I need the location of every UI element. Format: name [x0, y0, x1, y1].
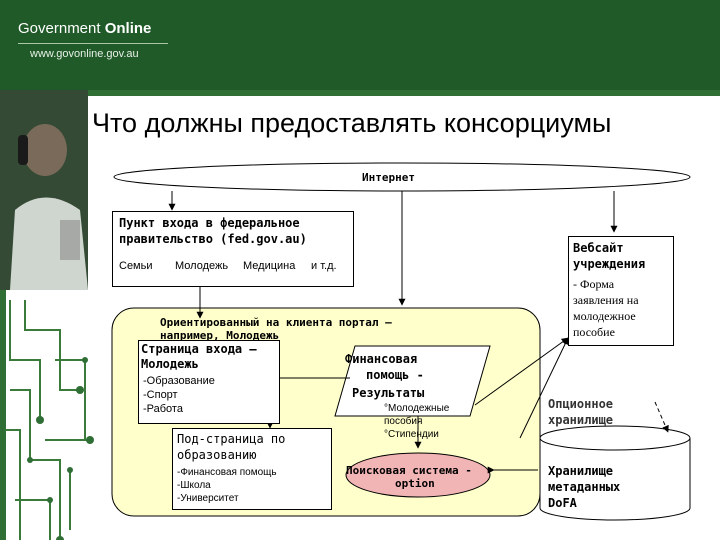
- federal-entry-box: Пункт входа в федеральное правительство …: [112, 211, 354, 287]
- title-stripe: [88, 90, 720, 96]
- subpage-item-financial-aid: -Финансовая помощь: [177, 467, 277, 478]
- arrow-optional-dashed: [654, 401, 669, 433]
- circuit-board-decoration-icon: [5, 300, 94, 540]
- education-subpage-box: Под-страница по образованию -Финансовая …: [172, 428, 332, 510]
- logo-url: www.govonline.gov.au: [30, 48, 139, 60]
- logo-title-bold: Online: [104, 20, 152, 37]
- side-band: [0, 290, 6, 540]
- federal-item-etc: и т.д.: [311, 260, 337, 272]
- arrow-finance-to-website: [474, 337, 569, 406]
- portal-caption-line1: Ориентированный на клиента портал –: [160, 316, 392, 329]
- federal-item-youth: Молодежь: [175, 260, 229, 272]
- website-title-line2: учреждения: [573, 257, 646, 271]
- website-item-line4: пособие: [573, 325, 615, 339]
- federal-item-families: Семьи: [119, 260, 153, 272]
- search-ellipse: [345, 452, 491, 498]
- subpage-title-line2: образованию: [177, 448, 257, 462]
- internet-label: Интернет: [362, 171, 415, 184]
- photo-man-on-phone-icon: [0, 90, 88, 290]
- youth-item-work: -Работа: [143, 403, 183, 415]
- website-item-line1: - Форма: [573, 277, 615, 291]
- arrow-search-to-website: [519, 337, 569, 439]
- metadata-cylinder: [539, 425, 691, 521]
- youth-title-line2: Молодежь: [141, 357, 199, 371]
- finance-title-line2: помощь -: [366, 368, 424, 382]
- federal-item-medicine: Медицина: [243, 260, 296, 272]
- website-title-line1: Вебсайт: [573, 241, 624, 255]
- subpage-title-line1: Под-страница по: [177, 432, 286, 446]
- search-label-line1: Поисковая система -: [346, 464, 472, 477]
- logo: Government Online: [18, 20, 151, 37]
- youth-item-sport: -Спорт: [143, 389, 178, 401]
- finance-item-scholarships: °Стипендии: [384, 429, 439, 440]
- metadata-line3: DoFA: [548, 496, 577, 510]
- finance-item-allowances-2: пособия: [384, 416, 423, 427]
- subpage-item-university: -Университет: [177, 493, 239, 504]
- header-band: [0, 0, 720, 90]
- optional-storage-line2: хранилище: [548, 413, 614, 427]
- metadata-line1: Хранилище: [548, 464, 614, 478]
- portal-caption-line2: например, Молодежь: [160, 329, 280, 342]
- finance-title-line3: Результаты: [352, 386, 425, 400]
- slide-title: Что должны предоставлять консорциумы: [92, 108, 612, 138]
- finance-parallelogram: [334, 345, 491, 417]
- website-item-line3: молодежное: [573, 309, 636, 323]
- metadata-line2: метаданных: [548, 480, 621, 494]
- youth-entry-page-box: Страница входа – Молодежь -Образование -…: [138, 340, 280, 424]
- search-label-line2: option: [395, 477, 435, 490]
- logo-title-regular: Government: [18, 20, 101, 37]
- youth-title-line1: Страница входа –: [141, 342, 257, 356]
- youth-item-education: -Образование: [143, 375, 215, 387]
- federal-title-line2: правительство (fed.gov.au): [119, 232, 307, 246]
- finance-title-line1: Финансовая: [345, 352, 418, 366]
- agency-website-box: Вебсайт учреждения - Форма заявления на …: [568, 236, 674, 346]
- finance-item-allowances: °Молодежные: [384, 403, 450, 414]
- federal-title-line1: Пункт входа в федеральное: [119, 216, 300, 230]
- subpage-item-school: -Школа: [177, 480, 211, 491]
- optional-storage-line1: Опционное: [548, 397, 614, 411]
- logo-divider: [18, 43, 168, 44]
- website-item-line2: заявления на: [573, 293, 639, 307]
